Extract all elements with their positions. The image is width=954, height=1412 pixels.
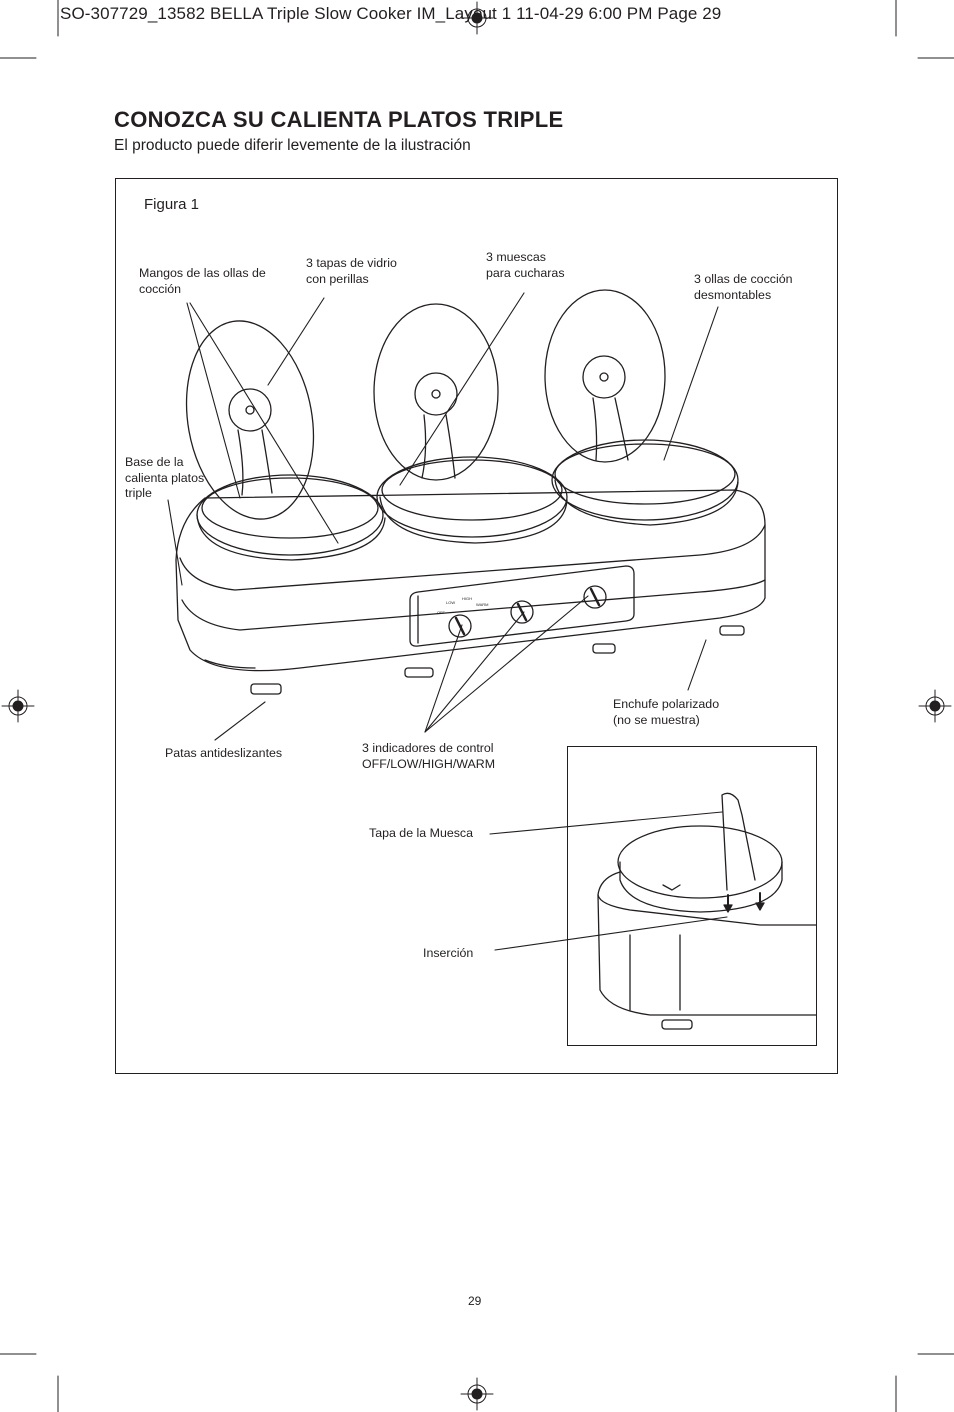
print-slug-line: SO-307729_13582 BELLA Triple Slow Cooker…: [60, 4, 722, 23]
detail-inset-frame: [567, 746, 817, 1046]
section-title: CONOZCA SU CALIENTA PLATOS TRIPLE: [114, 107, 564, 132]
non-slip-feet: [250, 625, 745, 695]
callout-polarized-plug: Enchufe polarizado (no se muestra): [613, 697, 720, 727]
warmer-base: [175, 489, 766, 672]
callout-removable-pots: 3 ollas de cocción desmontables: [694, 272, 793, 302]
page-number: 29: [468, 1294, 482, 1308]
callout-glass-lids: 3 tapas de vidrio con perillas: [306, 256, 397, 286]
dial-markings: OFF LOW HIGH WARM: [437, 596, 489, 615]
section-subtitle: El producto puede diferir levemente de l…: [114, 137, 471, 154]
dial-mark-warm: WARM: [476, 602, 489, 607]
leader-lines: [167, 292, 728, 951]
callout-notch-lid: Tapa de la Muesca: [369, 826, 474, 840]
callout-warmer-base: Base de la calienta platos triple: [125, 455, 205, 501]
glass-lids: [185, 289, 666, 520]
figure-label: Figura 1: [144, 196, 200, 213]
dial-mark-high: HIGH: [462, 596, 472, 601]
inset-notch-detail: [597, 792, 817, 1030]
callout-spoon-notches: 3 muescas para cucharas: [486, 250, 565, 280]
figure-frame: [115, 178, 838, 1074]
dial-mark-off: OFF: [437, 610, 446, 615]
callout-control-dials: 3 indicadores de control OFF/LOW/HIGH/WA…: [362, 741, 496, 771]
removable-pots: [196, 439, 739, 561]
dial-mark-low: LOW: [446, 600, 455, 605]
control-panel: [409, 565, 635, 647]
callout-insertion: Inserción: [423, 946, 474, 960]
callout-pot-handles: Mangos de las ollas de cocción: [139, 266, 266, 296]
callout-non-slip-feet: Patas antideslizantes: [165, 746, 283, 760]
